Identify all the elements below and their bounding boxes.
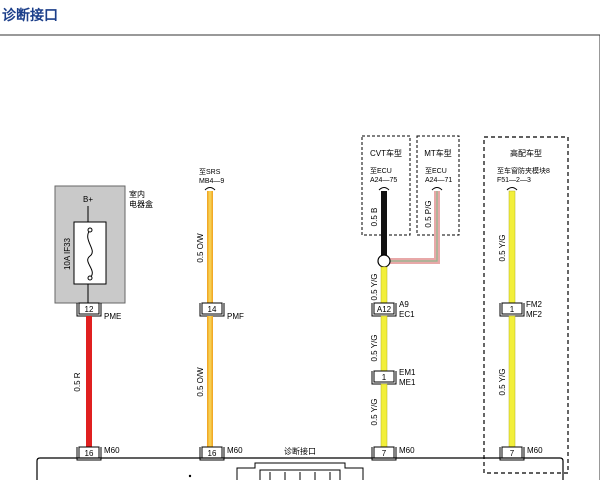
high-dest-line1: 至车窗防夹模块8	[497, 166, 550, 175]
mf2-line2: MF2	[526, 310, 543, 319]
red-wire	[86, 316, 92, 447]
ec1-line1: A9	[399, 300, 409, 309]
m60-wire-label: 0.5 Y/G	[370, 399, 379, 426]
high-break-icon	[506, 187, 518, 191]
high-title: 高配车型	[510, 148, 542, 158]
mf2-connector: 1 FM2 MF2	[499, 300, 543, 319]
fuse-box-name-line1: 室内	[129, 189, 145, 199]
fuse-box-name-line2: 电器盒	[129, 199, 153, 209]
ec1-connector: A12 A9 EC1	[371, 300, 415, 319]
high-dest-line2: F51—2—3	[497, 177, 531, 184]
fuse-box: B+ 10A IF33	[54, 185, 126, 304]
diag-port-label: 诊断接口	[284, 446, 316, 456]
srs-break-icon	[204, 187, 216, 191]
em1-connector: 1 EM1 ME1	[371, 368, 416, 387]
mt-break-icon	[431, 187, 443, 191]
cvt-title: CVT车型	[370, 148, 402, 158]
fuse-icon	[87, 229, 93, 279]
srs-dest-line1: 至SRS	[199, 168, 221, 176]
pmf-label: PMF	[227, 312, 244, 321]
mf2-pin: 1	[510, 305, 515, 314]
em1-line2: ME1	[399, 378, 416, 387]
em1-wire-label: 0.5 Y/G	[370, 335, 379, 362]
srs-wire-bottom	[207, 316, 213, 447]
m60-label-a: M60	[104, 446, 120, 455]
pme-wire-label: 0.5 R	[73, 372, 82, 391]
pmf-connector: 14 PMF	[199, 302, 244, 321]
srs-wire-top-label: 0.5 O/W	[196, 233, 205, 263]
mt-wire-stripe	[390, 191, 438, 262]
fuse-label: 10A IF33	[63, 237, 72, 270]
splice-point	[377, 254, 391, 268]
supply-label: B+	[83, 195, 93, 204]
cvt-break-icon	[378, 187, 390, 191]
ec1-wire	[380, 266, 388, 304]
ec1-wire-label: 0.5 Y/G	[370, 274, 379, 301]
page-title: 诊断接口	[2, 7, 58, 23]
mf2-wire-bottom	[508, 315, 516, 448]
diagram-frame	[0, 34, 600, 480]
m60-wire	[380, 383, 388, 448]
pmf-pin: 14	[208, 305, 217, 314]
pme-pin: 12	[85, 305, 94, 314]
em1-line1: EM1	[399, 368, 416, 377]
high-config-box	[483, 136, 569, 474]
mt-wire-label: 0.5 P/G	[424, 200, 433, 227]
mf2-wire-bottom-label: 0.5 Y/G	[498, 369, 507, 396]
srs-wire-top	[207, 191, 213, 303]
mt-title: MT车型	[424, 148, 452, 158]
m60-label-c: M60	[399, 446, 415, 455]
m60-label-b: M60	[227, 446, 243, 455]
pme-label: PME	[104, 312, 121, 321]
m60-label-d: M60	[527, 446, 543, 455]
mt-dest-line2: A24—71	[425, 177, 452, 184]
mf2-wire-top-label: 0.5 Y/G	[498, 235, 507, 262]
srs-wire-bottom-label: 0.5 O/W	[196, 367, 205, 397]
srs-dest-line2: MB4—9	[199, 178, 224, 185]
cvt-dest-line2: A24—75	[370, 177, 397, 184]
mt-dest-line1: 至ECU	[425, 167, 447, 175]
svg-text:16: 16	[208, 449, 217, 458]
svg-text:7: 7	[510, 449, 515, 458]
cvt-dest-line1: 至ECU	[370, 167, 392, 175]
ec1-pin: A12	[377, 305, 392, 314]
mf2-wire-top	[508, 190, 516, 304]
svg-text:7: 7	[382, 449, 387, 458]
pme-connector: 12 PME	[76, 302, 121, 321]
cvt-wire-label: 0.5 B	[370, 208, 379, 227]
em1-wire	[380, 315, 388, 372]
svg-text:16: 16	[85, 449, 94, 458]
ec1-line2: EC1	[399, 310, 415, 319]
em1-pin: 1	[382, 373, 387, 382]
diag-connector	[36, 457, 564, 480]
mf2-line1: FM2	[526, 300, 543, 309]
cvt-wire	[381, 191, 387, 256]
